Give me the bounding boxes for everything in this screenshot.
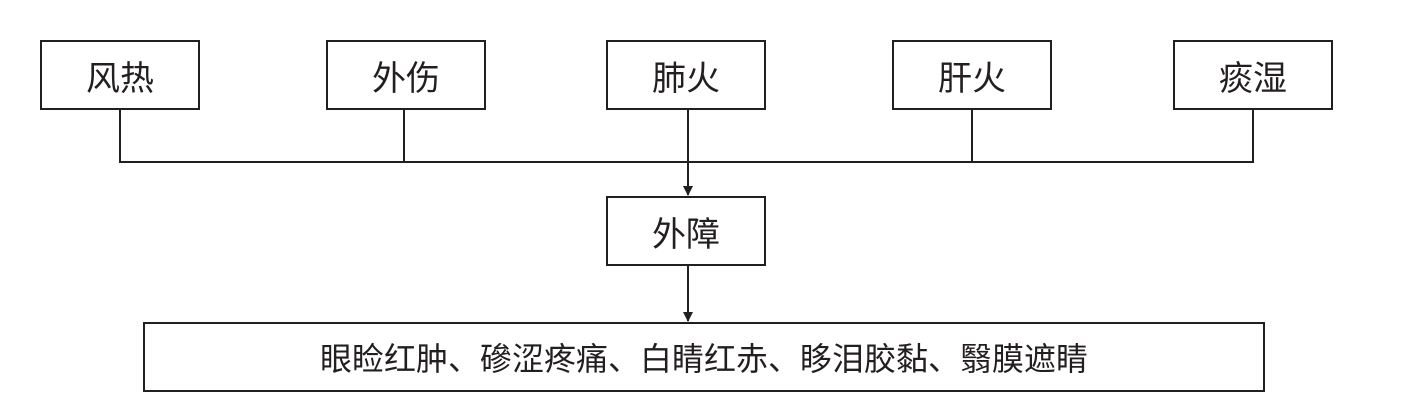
cause-label-3: 肺火 xyxy=(652,58,720,99)
middle-label: 外障 xyxy=(652,214,720,255)
result-label: 眼睑红肿、磣涩疼痛、白睛红赤、眵泪胶黏、翳膜遮睛 xyxy=(319,340,1088,378)
cause-label-1: 风热 xyxy=(86,58,154,99)
middle-box: 外障 xyxy=(606,196,766,266)
cause-label-2: 外伤 xyxy=(372,58,440,99)
cause-box-1: 风热 xyxy=(40,40,200,110)
cause-box-5: 痰湿 xyxy=(1173,40,1333,110)
result-box: 眼睑红肿、磣涩疼痛、白睛红赤、眵泪胶黏、翳膜遮睛 xyxy=(143,322,1265,392)
cause-label-5: 痰湿 xyxy=(1219,58,1287,99)
cause-box-3: 肺火 xyxy=(606,40,766,110)
cause-box-2: 外伤 xyxy=(326,40,486,110)
cause-box-4: 肝火 xyxy=(892,40,1052,110)
cause-label-4: 肝火 xyxy=(938,58,1006,99)
